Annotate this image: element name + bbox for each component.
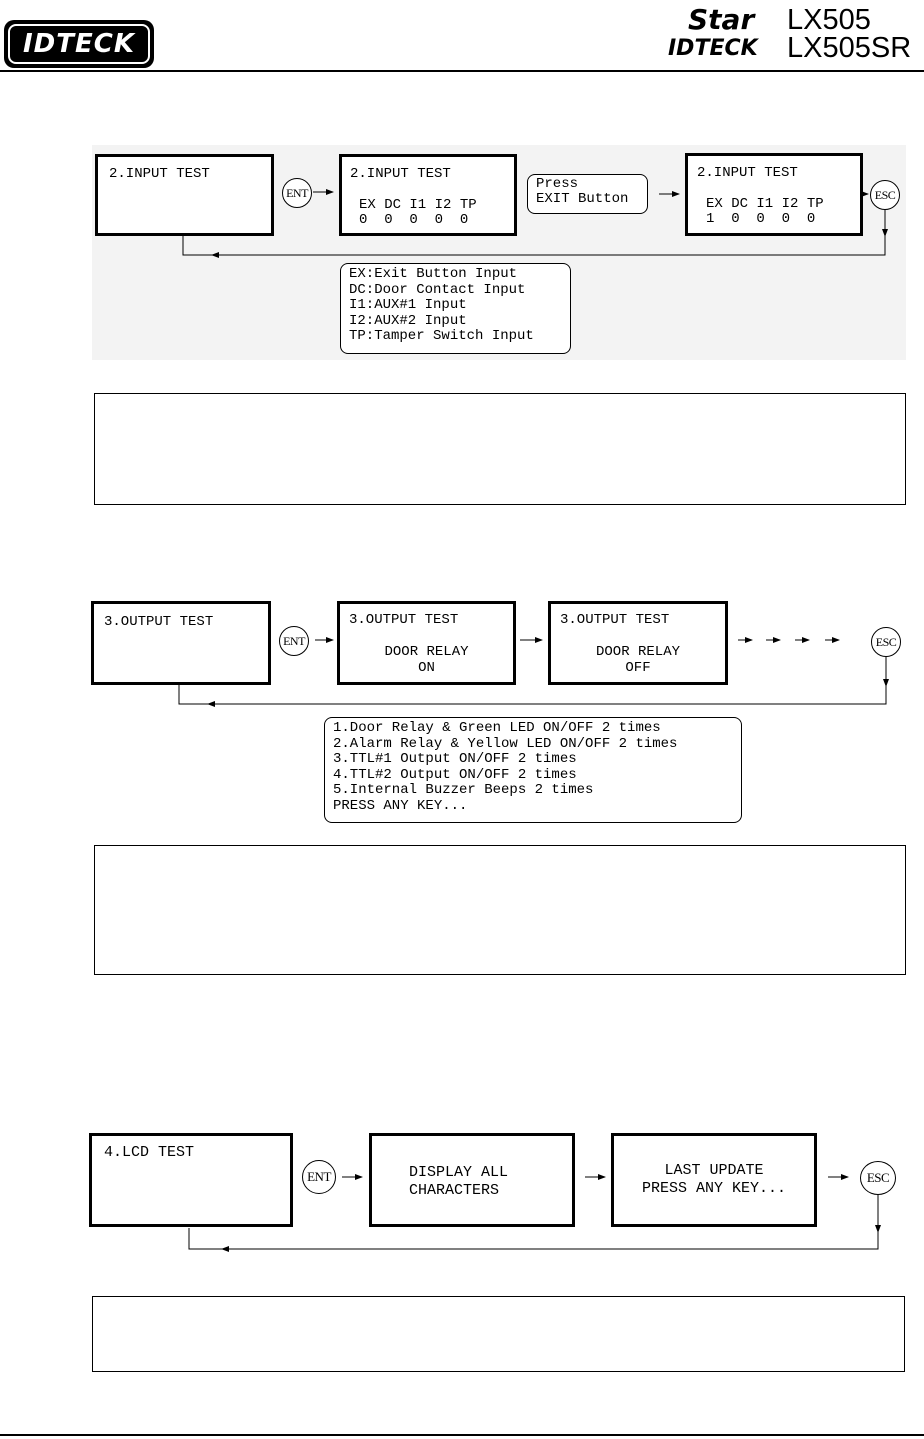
input-test-description-box <box>94 393 906 505</box>
brand-star: Star <box>688 3 755 36</box>
idteck-logo <box>4 20 154 68</box>
output-test-relay-on-screen: 3.OUTPUT TEST DOOR RELAY ON <box>337 601 516 685</box>
lcd-test-menu-screen: 4.LCD TEST <box>89 1133 293 1227</box>
input-values: 1 0 0 0 0 <box>706 211 816 227</box>
relay-label: DOOR RELAY <box>384 644 469 660</box>
lcd-display-all-screen: DISPLAY ALL CHARACTERS <box>369 1133 575 1227</box>
input-test-initial-screen: 2.INPUT TEST EX DC I1 I2 TP 0 0 0 0 0 <box>339 154 517 236</box>
output-test-description-box <box>94 845 906 975</box>
press-any-key-line: PRESS ANY KEY... <box>641 1180 787 1197</box>
press-label: Press <box>536 176 579 192</box>
brand-idteck: IDTECK <box>668 36 758 61</box>
screen-title: 4.LCD TEST <box>104 1144 195 1161</box>
sequence-item: 3.TTL#1 Output ON/OFF 2 times <box>333 751 577 767</box>
output-sequence-note: 1.Door Relay & Green LED ON/OFF 2 times … <box>324 717 742 823</box>
esc-key-icon: ESC <box>870 180 900 210</box>
output-test-menu-screen: 3.OUTPUT TEST <box>91 601 271 685</box>
sequence-item: 2.Alarm Relay & Yellow LED ON/OFF 2 time… <box>333 735 678 752</box>
input-values: 0 0 0 0 0 <box>359 212 469 228</box>
legend-item: I1:AUX#1 Input <box>349 297 467 313</box>
sequence-item: PRESS ANY KEY... <box>333 797 468 814</box>
screen-title: 3.OUTPUT TEST <box>349 612 459 628</box>
screen-title: 2.INPUT TEST <box>350 166 451 182</box>
model-lx505sr: LX505SR <box>787 32 912 64</box>
ent-key-icon: ENT <box>282 178 312 208</box>
exit-button-label: EXIT Button <box>536 191 629 207</box>
input-headers: EX DC I1 I2 TP <box>359 197 477 213</box>
relay-label: DOOR RELAY <box>595 644 680 660</box>
input-headers: EX DC I1 I2 TP <box>706 196 824 212</box>
screen-title: 2.INPUT TEST <box>697 165 798 181</box>
ent-key-icon: ENT <box>279 626 309 656</box>
screen-title: 3.OUTPUT TEST <box>560 612 670 628</box>
press-exit-note: Press EXIT Button <box>527 174 648 214</box>
esc-key-icon: ESC <box>860 1161 896 1195</box>
relay-state: ON <box>418 660 435 676</box>
legend-item: EX:Exit Button Input <box>349 266 518 282</box>
screen-title: 3.OUTPUT TEST <box>104 614 214 630</box>
sequence-item: 5.Internal Buzzer Beeps 2 times <box>333 782 594 798</box>
legend-item: TP:Tamper Switch Input <box>349 328 534 344</box>
relay-state: OFF <box>625 660 651 676</box>
sequence-item: 1.Door Relay & Green LED ON/OFF 2 times <box>333 720 661 736</box>
output-test-relay-off-screen: 3.OUTPUT TEST DOOR RELAY OFF <box>548 601 728 685</box>
sequence-item: 4.TTL#2 Output ON/OFF 2 times <box>333 766 577 783</box>
last-update-line: LAST UPDATE <box>664 1162 764 1179</box>
legend-item: DC:Door Contact Input <box>349 281 526 298</box>
legend-item: I2:AUX#2 Input <box>349 312 467 329</box>
characters-line: CHARACTERS <box>409 1182 500 1199</box>
input-test-menu-screen: 2.INPUT TEST <box>95 154 274 236</box>
input-test-exit-screen: 2.INPUT TEST EX DC I1 I2 TP 1 0 0 0 0 <box>685 153 863 236</box>
header-rule <box>0 70 924 72</box>
lcd-test-description-box <box>92 1296 905 1372</box>
ent-key-icon: ENT <box>302 1160 336 1194</box>
display-all-line: DISPLAY ALL <box>409 1164 509 1181</box>
model-lx505: LX505 <box>787 4 871 36</box>
lcd-last-update-screen: LAST UPDATE PRESS ANY KEY... <box>611 1133 817 1227</box>
screen-title: 2.INPUT TEST <box>109 166 210 182</box>
input-legend-note: EX:Exit Button Input DC:Door Contact Inp… <box>340 263 571 354</box>
esc-key-icon: ESC <box>871 627 901 657</box>
idteck-logo-text: IDTECK <box>8 24 150 64</box>
footer-rule <box>0 1434 924 1436</box>
